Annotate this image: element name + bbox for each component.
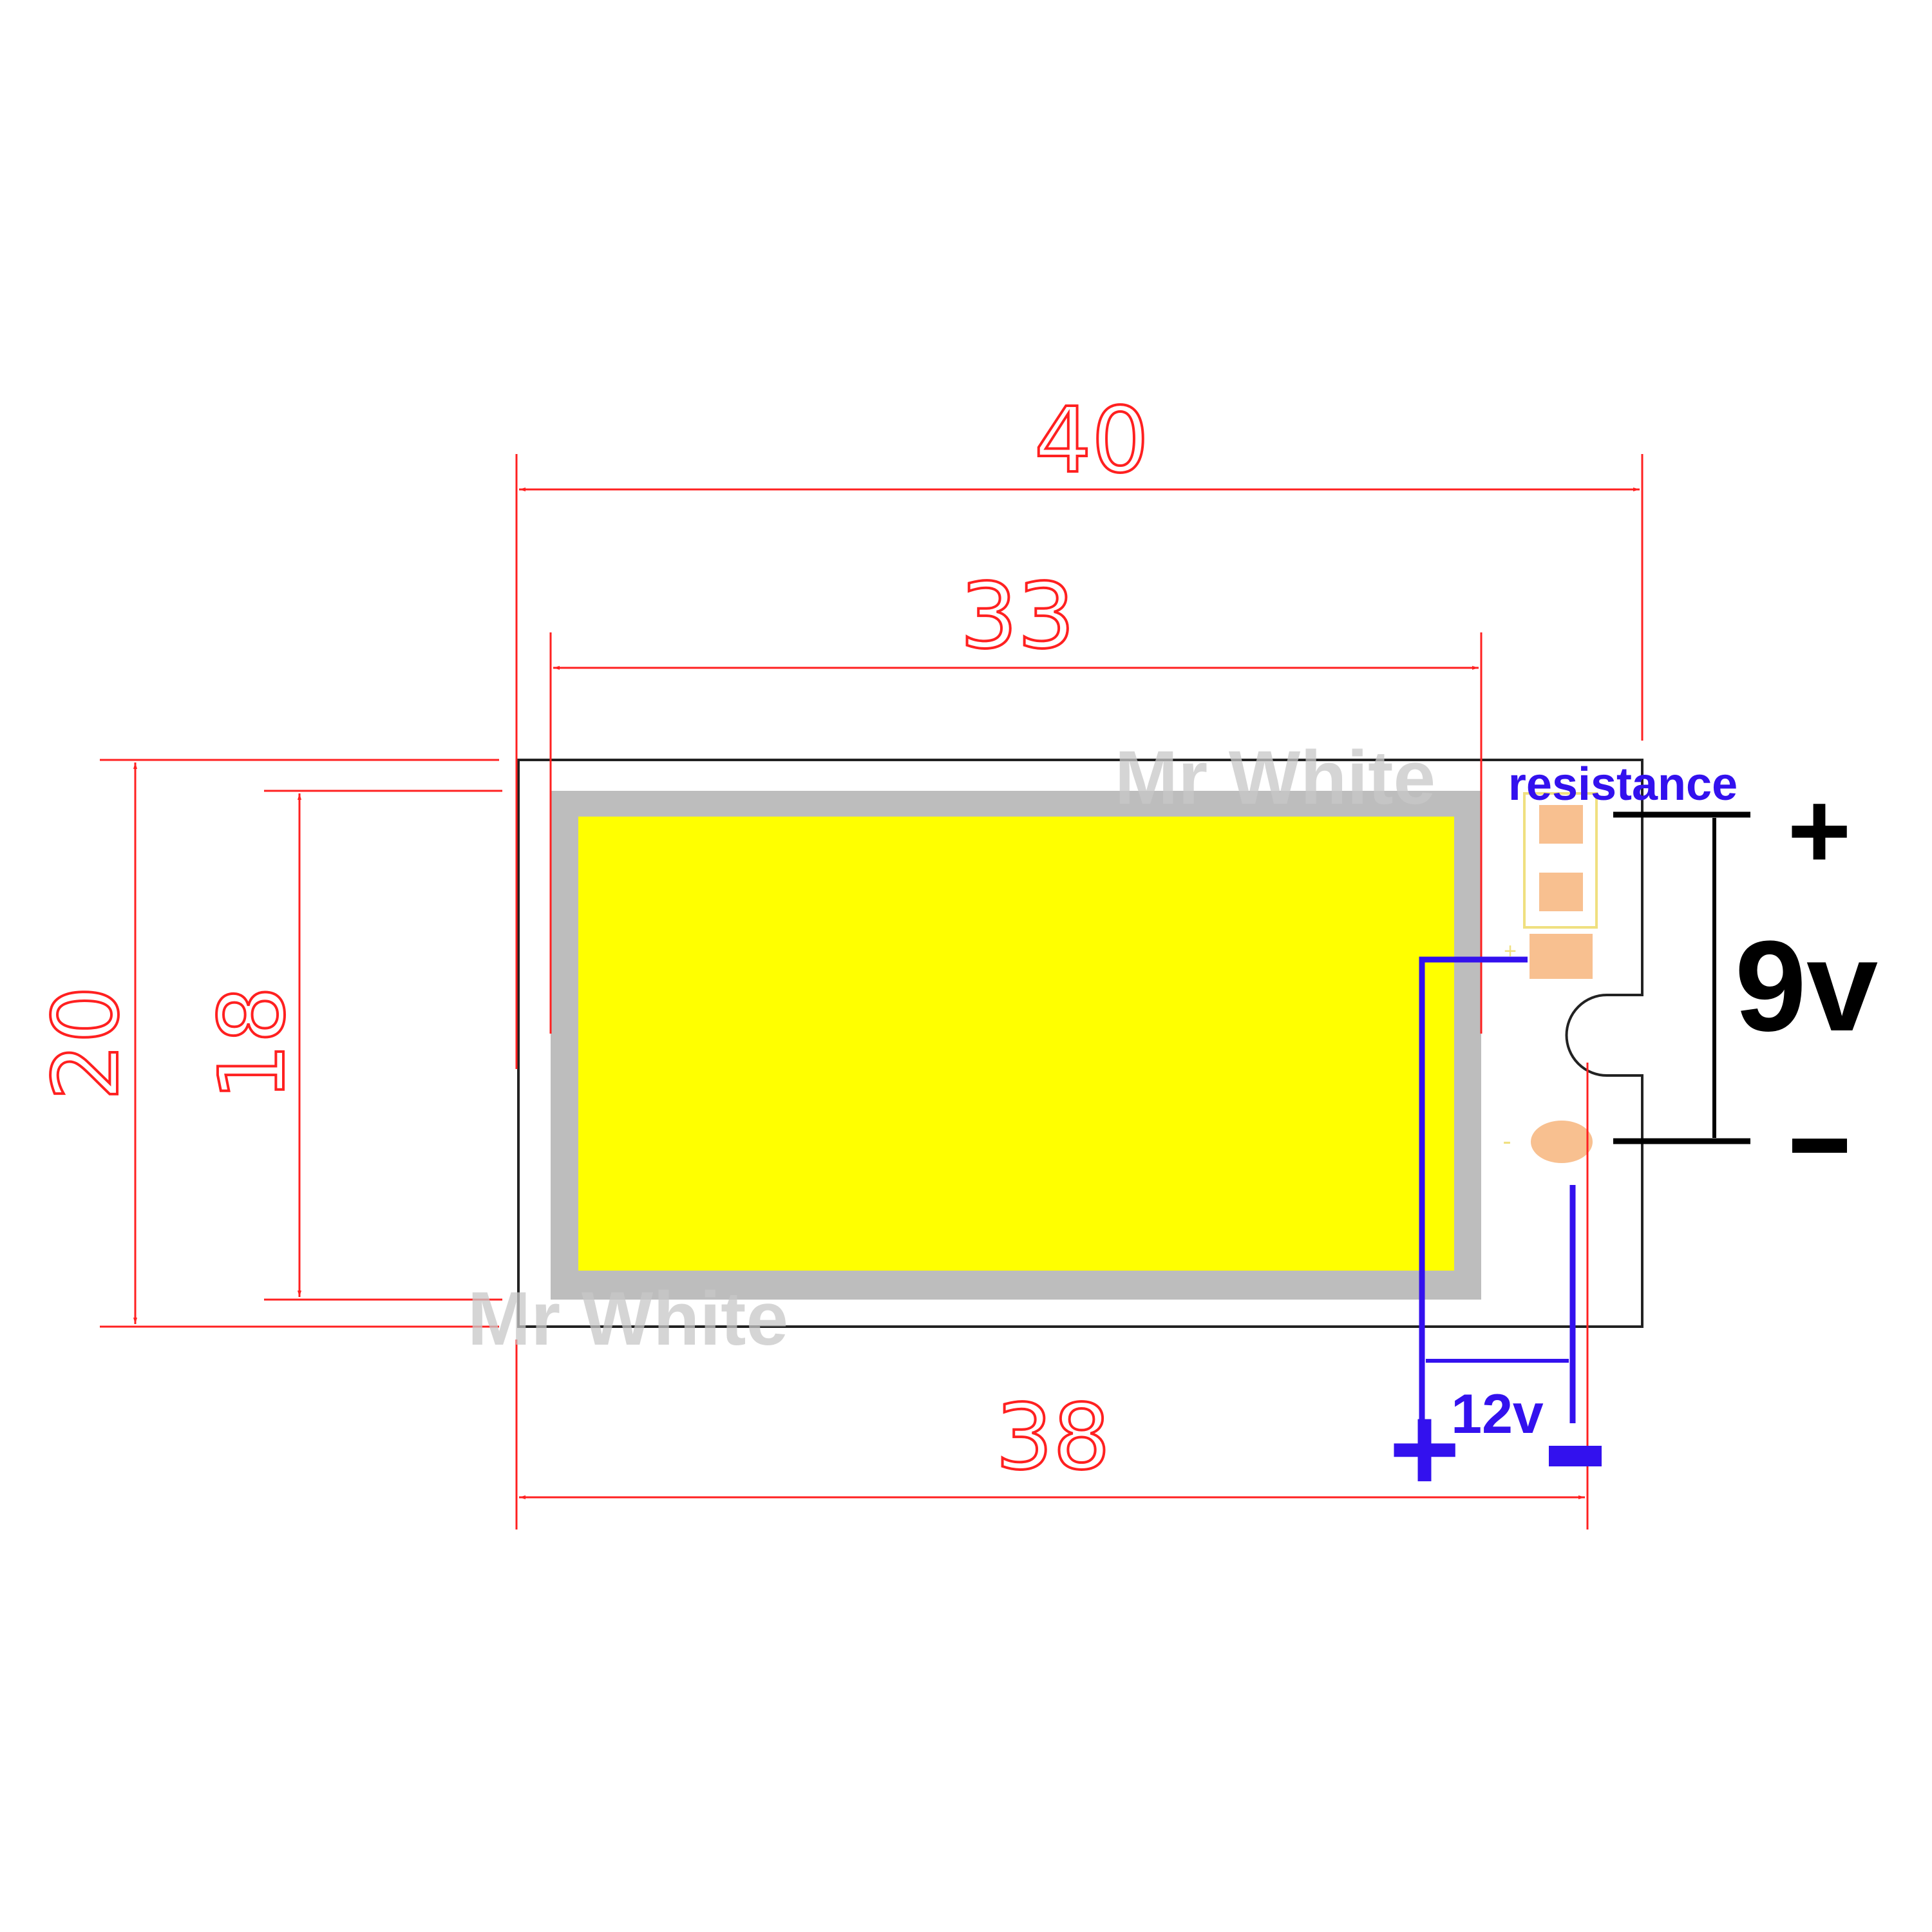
resistance-label: resistance [1508,759,1738,810]
dim-label-18: 18 [200,986,305,1101]
watermark-top: Mr White [1115,735,1435,820]
nine-volt-label: 9v [1735,914,1878,1058]
dim-label-33: 33 [960,564,1075,669]
resistor-pad-top [1539,805,1583,844]
twelve-volt-plus-label: + [1389,1381,1461,1517]
twelve-volt-annotation: 12v + - [1389,956,1602,1517]
dim-label-38: 38 [996,1385,1110,1490]
led-plus-pad [1530,934,1593,979]
pad-minus-mark: - [1502,1127,1511,1155]
nine-volt-minus-label: - [1820,1165,1821,1166]
twelve-volt-label: 12v [1451,1383,1544,1445]
nine-volt-plus-label: + [1787,770,1851,892]
nine-volt-minus-label-bar [1792,1139,1847,1153]
dimension-lines [100,454,1643,1530]
dim-label-40: 40 [1034,388,1149,493]
watermark-bottom: Mr White [468,1276,788,1361]
resistor-pad-bottom [1539,873,1583,911]
nine-volt-annotation: 9v + - [1613,770,1878,1166]
twelve-volt-plus-wire [1419,956,1528,1423]
twelve-volt-minus-label-bar [1549,1446,1602,1466]
led-minus-pad [1531,1121,1593,1163]
resistor-outline [1523,792,1598,929]
dim-label-20: 20 [34,986,139,1101]
led-emitter [578,817,1454,1271]
led-board: + - [517,759,1643,1328]
